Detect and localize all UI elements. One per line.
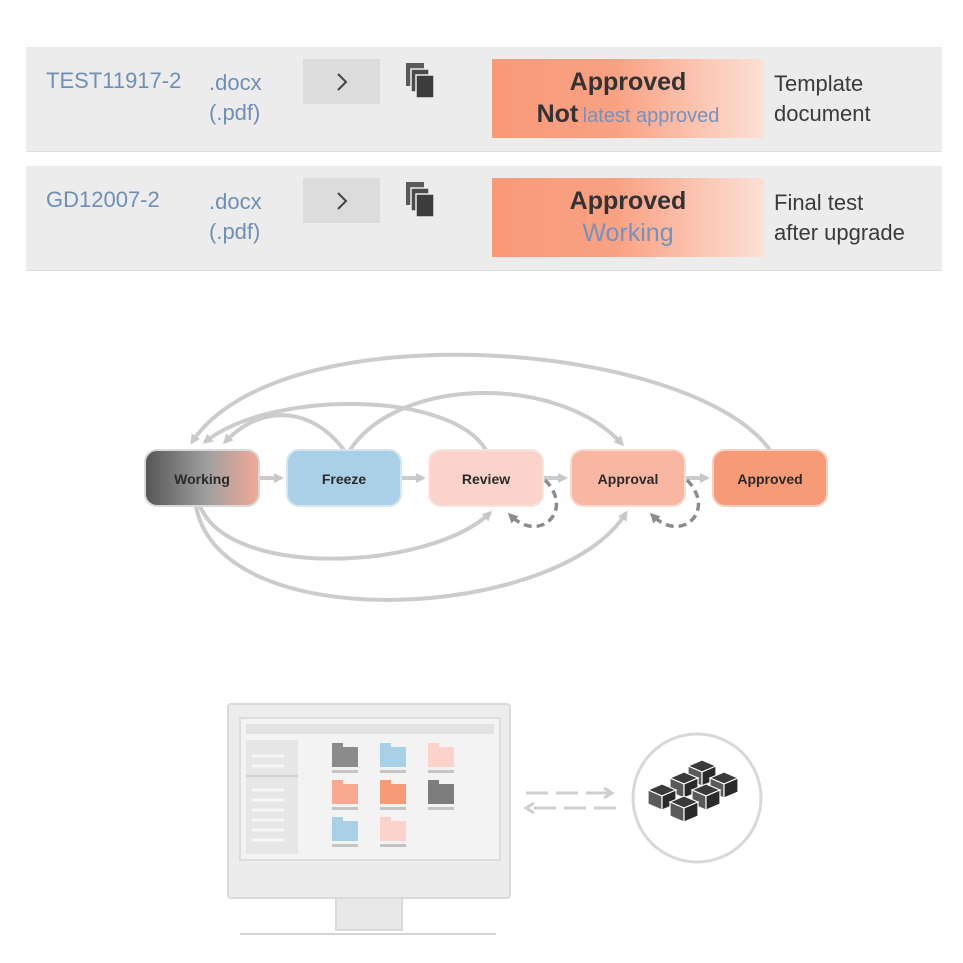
open-document-button[interactable] (303, 59, 380, 104)
description-line: document (774, 101, 871, 126)
status-main-label: Approved (569, 187, 687, 215)
folder-icon (332, 743, 358, 773)
transition-arrow (348, 391, 625, 452)
system-illustration (227, 703, 763, 935)
folder-icon (380, 743, 406, 773)
description-line: Final test (774, 190, 864, 215)
folder-icon (332, 780, 358, 810)
state-node-review: Review (428, 449, 544, 507)
sync-arrows-icon (523, 786, 616, 815)
transition-arrow (202, 401, 488, 452)
description-line: Template (774, 71, 864, 96)
document-id-link[interactable]: GD12007-2 (46, 187, 160, 212)
folder-icon (380, 817, 406, 847)
status-badge: Approved Working (492, 178, 764, 257)
format-pdf-link[interactable]: (.pdf) (209, 219, 261, 244)
folder-grid (332, 743, 454, 847)
copy-icon[interactable] (406, 182, 436, 218)
transition-arrow (194, 505, 628, 602)
state-label: Review (462, 471, 510, 487)
state-node-working: Working (144, 449, 260, 507)
format-docx-link[interactable]: .docx (209, 189, 262, 214)
chevron-right-icon (336, 191, 347, 210)
status-not-label: Not (536, 100, 579, 128)
working-version-link[interactable]: Working (582, 219, 674, 247)
state-label: Freeze (322, 471, 367, 487)
status-sub-label: Working (492, 216, 764, 254)
status-main-label: Approved (569, 68, 687, 96)
document-row: GD12007-2 .docx (.pdf) Approved Working … (26, 166, 942, 271)
transition-arrow (222, 413, 346, 452)
folder-icon (380, 780, 406, 810)
repository-blocks-icon (631, 732, 763, 864)
state-label: Working (174, 471, 230, 487)
self-loop-arrow (507, 478, 559, 529)
document-description: Final test after upgrade (774, 188, 905, 248)
state-node-approval: Approval (570, 449, 686, 507)
latest-approved-link[interactable]: latest approved (582, 105, 720, 127)
state-node-freeze: Freeze (286, 449, 402, 507)
document-format: .docx (.pdf) (209, 68, 262, 128)
document-description: Template document (774, 69, 871, 129)
status-sub-label: Not latest approved (492, 97, 764, 135)
document-format: .docx (.pdf) (209, 187, 262, 247)
description-line: after upgrade (774, 220, 905, 245)
open-document-button[interactable] (303, 178, 380, 223)
transition-arrow (190, 352, 772, 452)
folder-icon (428, 743, 454, 773)
status-badge: Approved Not latest approved (492, 59, 764, 138)
self-loop-arrow (649, 478, 701, 529)
state-label: Approved (737, 471, 802, 487)
computer-monitor (227, 703, 511, 935)
format-docx-link[interactable]: .docx (209, 70, 262, 95)
chevron-right-icon (336, 72, 347, 91)
document-row: TEST11917-2 .docx (.pdf) Approved Not la… (26, 47, 942, 152)
folder-icon (428, 780, 454, 810)
document-id-link[interactable]: TEST11917-2 (46, 68, 182, 93)
folder-icon (332, 817, 358, 847)
state-node-approved: Approved (712, 449, 828, 507)
format-pdf-link[interactable]: (.pdf) (209, 100, 261, 125)
transition-arrow (198, 505, 493, 561)
copy-icon[interactable] (406, 63, 436, 99)
state-label: Approval (598, 471, 659, 487)
workflow-diagram: Working Freeze Review Approval Approved (144, 352, 828, 602)
